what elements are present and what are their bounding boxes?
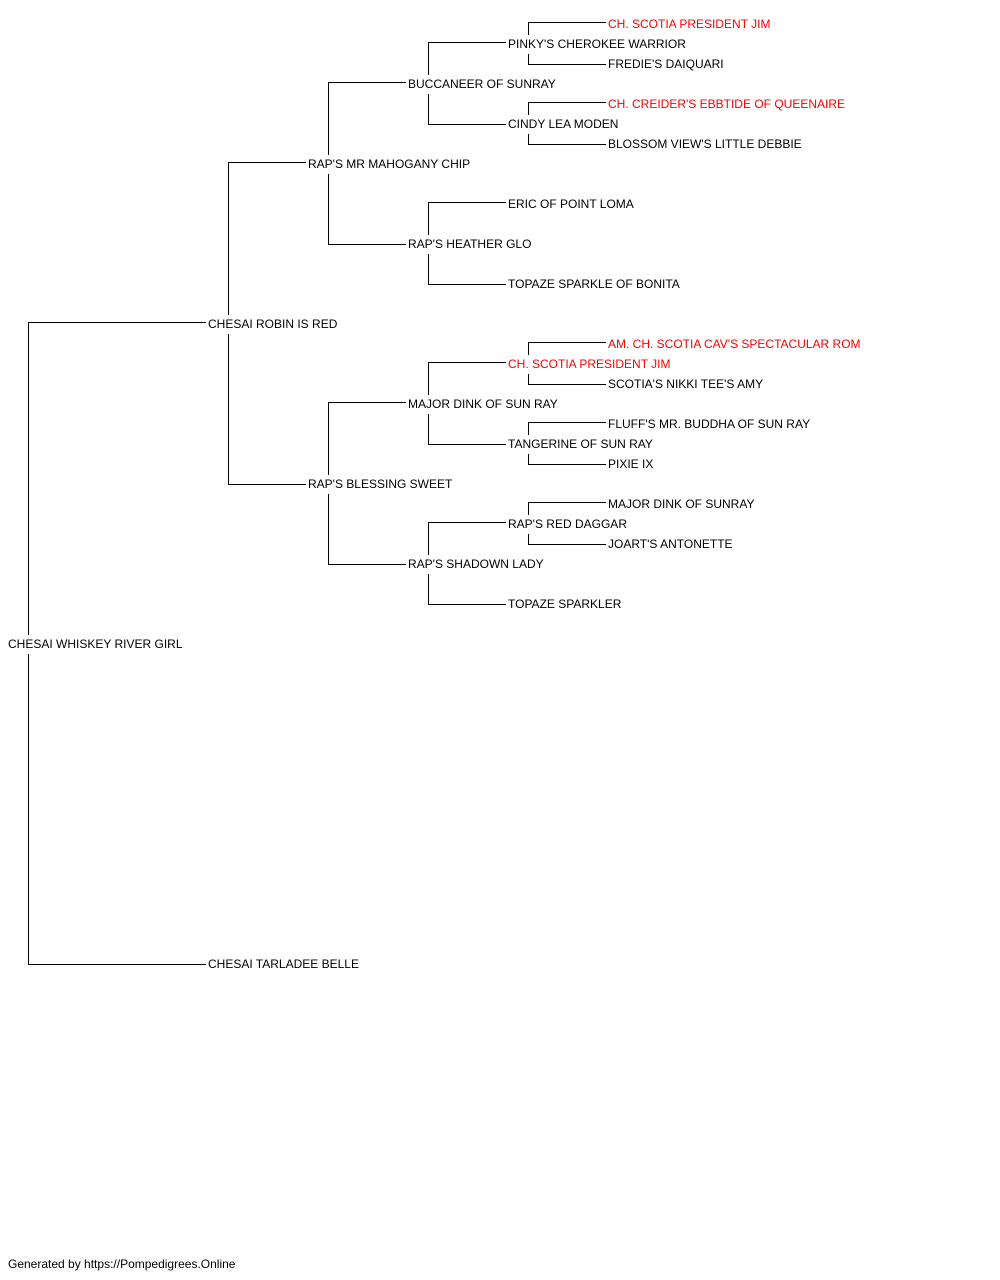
connector-ssd-dam bbox=[428, 254, 506, 285]
sire-dam-name[interactable]: RAP'S BLESSING SWEET bbox=[308, 477, 453, 491]
connector-ssd-sire bbox=[428, 202, 506, 235]
generated-by-footer: Generated by https://Pompedigrees.Online bbox=[8, 1257, 236, 1271]
connector-sdss-sire bbox=[528, 342, 606, 355]
gen3-sss-name[interactable]: BUCCANEER OF SUNRAY bbox=[408, 77, 556, 91]
connector-sd-dam bbox=[328, 494, 406, 565]
gen5-sssds-name[interactable]: CH. CREIDER'S EBBTIDE OF QUEENAIRE bbox=[608, 97, 845, 111]
gen5-sdsss-name[interactable]: AM. CH. SCOTIA CAV'S SPECTACULAR ROM bbox=[608, 337, 861, 351]
subject-dog-name[interactable]: CHESAI WHISKEY RIVER GIRL bbox=[8, 637, 183, 651]
dam-name[interactable]: CHESAI TARLADEE BELLE bbox=[208, 957, 359, 971]
gen5-sddss-name[interactable]: MAJOR DINK OF SUNRAY bbox=[608, 497, 755, 511]
connector-sdd-dam bbox=[428, 574, 506, 605]
connector-subject-sire bbox=[28, 322, 206, 635]
connector-sssd-dam bbox=[528, 134, 606, 145]
gen4-sdsd-name[interactable]: TANGERINE OF SUN RAY bbox=[508, 437, 653, 451]
connector-sssd-sire bbox=[528, 102, 606, 115]
gen4-ssss-name[interactable]: PINKY'S CHEROKEE WARRIOR bbox=[508, 37, 686, 51]
gen5-sddsd-name[interactable]: JOART'S ANTONETTE bbox=[608, 537, 733, 551]
connector-sdsd-dam bbox=[528, 454, 606, 465]
gen3-sdd-name[interactable]: RAP'S SHADOWN LADY bbox=[408, 557, 544, 571]
gen5-sdsds-name[interactable]: FLUFF'S MR. BUDDHA OF SUN RAY bbox=[608, 417, 811, 431]
connector-sdds-dam bbox=[528, 534, 606, 545]
connector-ss-dam bbox=[328, 174, 406, 245]
gen5-ssssd-name[interactable]: FREDIE'S DAIQUARI bbox=[608, 57, 724, 71]
connector-sire-dam bbox=[228, 334, 306, 485]
connector-sss-sire bbox=[428, 42, 506, 75]
gen4-sdss-name[interactable]: CH. SCOTIA PRESIDENT JIM bbox=[508, 357, 671, 371]
gen3-sds-name[interactable]: MAJOR DINK OF SUN RAY bbox=[408, 397, 558, 411]
gen4-ssds-name[interactable]: ERIC OF POINT LOMA bbox=[508, 197, 634, 211]
connector-sds-sire bbox=[428, 362, 506, 395]
connector-sdd-sire bbox=[428, 522, 506, 555]
connector-sdds-sire bbox=[528, 502, 606, 515]
sire-sire-name[interactable]: RAP'S MR MAHOGANY CHIP bbox=[308, 157, 471, 171]
gen4-sssd-name[interactable]: CINDY LEA MODEN bbox=[508, 117, 619, 131]
sire-name[interactable]: CHESAI ROBIN IS RED bbox=[208, 317, 338, 331]
connector-sdsd-sire bbox=[528, 422, 606, 435]
gen4-ssdd-name[interactable]: TOPAZE SPARKLE OF BONITA bbox=[508, 277, 680, 291]
gen4-sddd-name[interactable]: TOPAZE SPARKLER bbox=[508, 597, 622, 611]
gen3-ssd-name[interactable]: RAP'S HEATHER GLO bbox=[408, 237, 532, 251]
connector-subject-dam bbox=[28, 654, 206, 965]
connector-sdss-dam bbox=[528, 374, 606, 385]
gen4-sdds-name[interactable]: RAP'S RED DAGGAR bbox=[508, 517, 627, 531]
connector-sire-sire bbox=[228, 162, 306, 315]
gen5-sdsdd-name[interactable]: PIXIE IX bbox=[608, 457, 654, 471]
connector-sds-dam bbox=[428, 414, 506, 445]
gen5-sssss-name[interactable]: CH. SCOTIA PRESIDENT JIM bbox=[608, 17, 771, 31]
connector-sd-sire bbox=[328, 402, 406, 475]
connector-ss-sire bbox=[328, 82, 406, 155]
connector-ssss-sire bbox=[528, 22, 606, 35]
connector-ssss-dam bbox=[528, 54, 606, 65]
gen5-sdssd-name[interactable]: SCOTIA'S NIKKI TEE'S AMY bbox=[608, 377, 764, 391]
connector-sss-dam bbox=[428, 94, 506, 125]
gen5-sssdd-name[interactable]: BLOSSOM VIEW'S LITTLE DEBBIE bbox=[608, 137, 802, 151]
